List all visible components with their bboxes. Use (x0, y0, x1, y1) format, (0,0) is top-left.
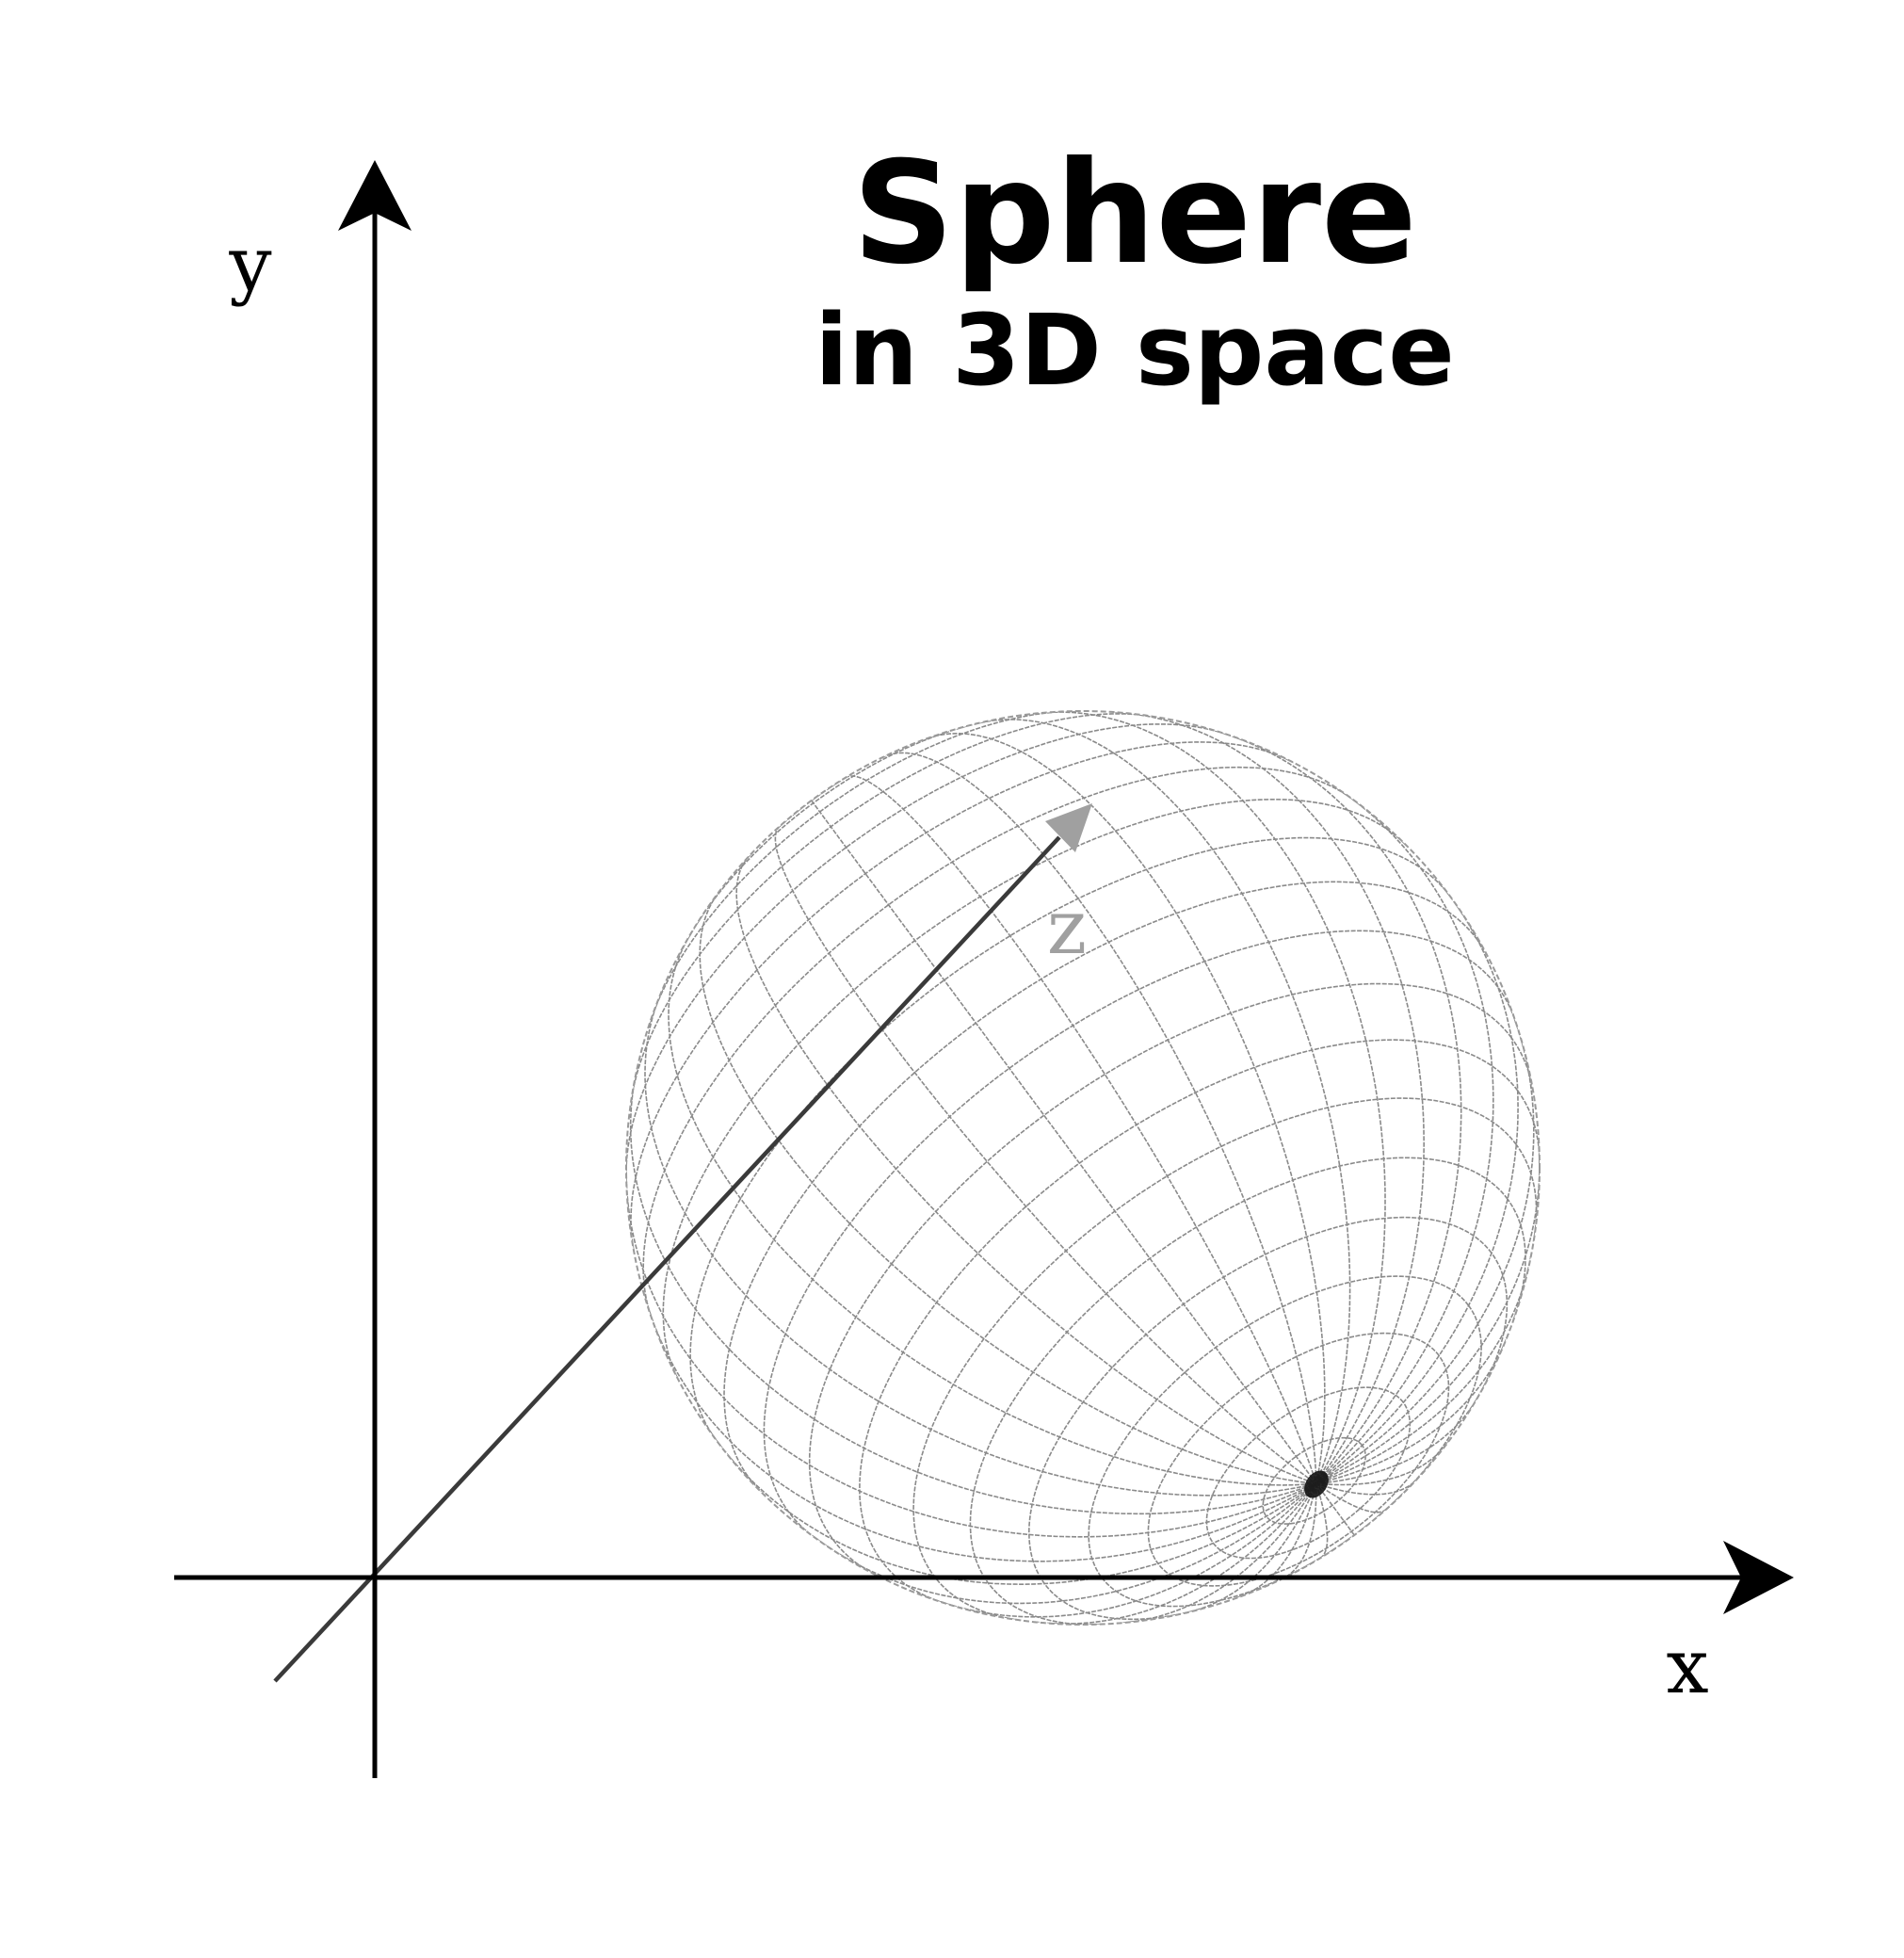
sphere-longitude-line (1315, 1477, 1419, 1496)
x-axis-label: x (1666, 1623, 1708, 1710)
sphere-longitude-line (1315, 1482, 1355, 1536)
sphere-longitude-line (1315, 1394, 1480, 1485)
sphere-longitude-line (629, 1064, 1317, 1515)
sphere-longitude-line (1034, 1482, 1317, 1625)
sphere-longitude-line (1315, 1441, 1449, 1486)
z-axis-label: z (1047, 883, 1087, 971)
y-axis-label: y (228, 220, 271, 308)
sphere-longitude-line (1315, 1333, 1509, 1485)
sphere-longitude-line (813, 1482, 1317, 1605)
sphere-pole (1304, 1470, 1329, 1498)
diagram-subtitle: in 3D space (815, 293, 1455, 408)
sphere-longitude-line (974, 719, 1351, 1484)
sphere-latitude-line (642, 766, 1353, 1318)
sphere-longitude-line (626, 1165, 1317, 1538)
sphere-longitude-line (1315, 1483, 1329, 1560)
sphere-longitude-line (668, 933, 1316, 1486)
sphere-longitude-line (1115, 711, 1426, 1484)
sphere-longitude-line (1035, 711, 1386, 1484)
sphere-longitude-line (934, 1482, 1317, 1618)
sphere-longitude-line (1315, 885, 1519, 1484)
sphere-latitude-line (1147, 1332, 1450, 1587)
sphere-longitude-line (735, 854, 1317, 1485)
sphere-longitude-line (1116, 1482, 1317, 1625)
z-axis-arrowhead (1045, 803, 1092, 852)
diagram-title: Sphere (852, 132, 1417, 296)
sphere-longitude-line (844, 775, 1317, 1484)
sphere-latitude-line (1027, 1216, 1509, 1621)
sphere-latitude-line (763, 930, 1518, 1542)
sphere-latitude-line (626, 723, 1227, 1178)
sphere-longitude-line (1280, 1483, 1317, 1580)
x-axis-arrowhead (1723, 1541, 1794, 1614)
y-axis-arrowhead (338, 160, 411, 231)
sphere-longitude-line (643, 1293, 1317, 1562)
sphere-latitude-line (723, 881, 1488, 1493)
sphere-longitude-line (1315, 784, 1494, 1484)
sphere-longitude-line (880, 752, 1317, 1484)
sphere-wireframe (626, 711, 1540, 1625)
sphere-longitude-line (1315, 1482, 1387, 1513)
sphere-longitude-line (809, 800, 1317, 1484)
sphere-longitude-line (1184, 1482, 1317, 1614)
sphere-longitude-line (774, 825, 1317, 1484)
z-axis-line (273, 835, 1061, 1683)
sphere-latitude-line (662, 798, 1406, 1382)
sphere-longitude-line (699, 888, 1316, 1485)
sphere-longitude-line (1214, 729, 1462, 1484)
sphere-longitude-line (1236, 1483, 1317, 1599)
sphere-longitude-line (707, 1429, 1317, 1586)
sphere-outline (625, 710, 1541, 1626)
sphere-longitude-line (1315, 1152, 1540, 1485)
sphere-latitude-line (630, 741, 1295, 1251)
sphere-longitude-line (1315, 1254, 1532, 1485)
sphere-longitude-line (1315, 1018, 1535, 1484)
sphere-longitude-line (644, 988, 1316, 1497)
sphere-longitude-line (922, 733, 1326, 1484)
